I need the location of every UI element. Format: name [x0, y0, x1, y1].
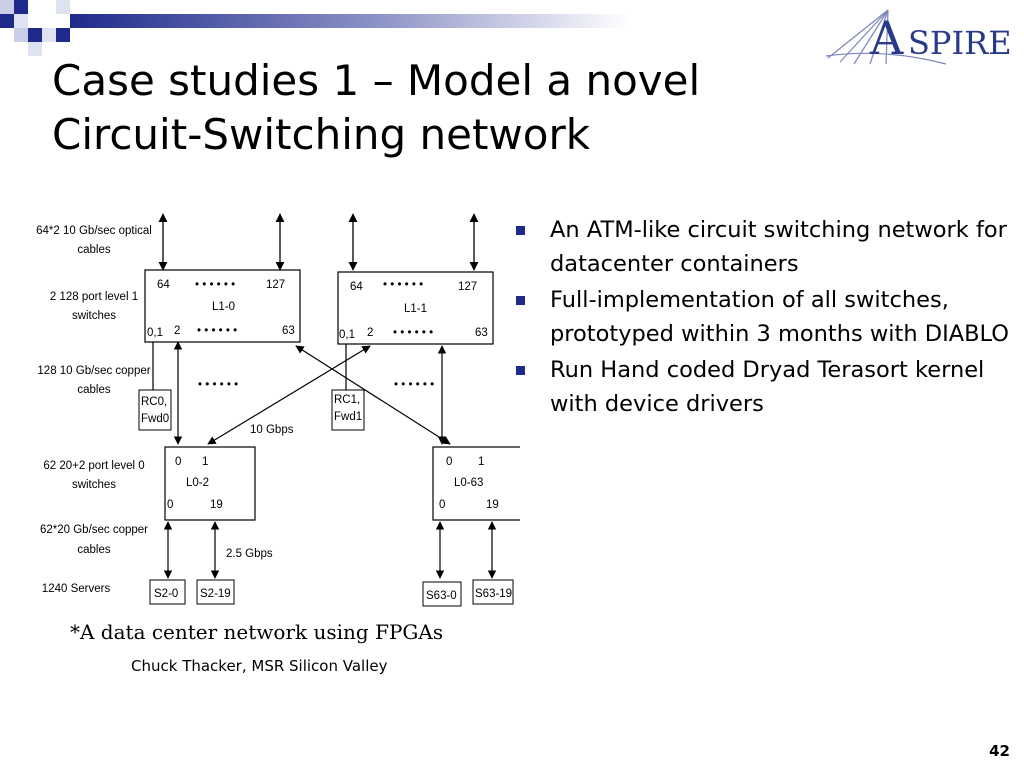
switch-l1-1: 64 • • • • • • 127 L1-1 0,1 2 • • • • • … [337, 271, 494, 345]
svg-text:• • • • • •: • • • • • • [195, 279, 235, 291]
title-line-2: Circuit-Switching network [52, 110, 591, 159]
aspire-logo: A SPIRE [826, 9, 1012, 65]
bullet-item: Full-implementation of all switches, pro… [512, 283, 1012, 351]
slide-title: Case studies 1 – Model a novel Circuit-S… [52, 54, 700, 162]
switch-l0-63: 0 1 L0-63 0 19 [432, 446, 520, 521]
svg-text:• • • • • •: • • • • • • [393, 327, 433, 339]
label-level0-2: switches [72, 479, 116, 491]
svg-text:RC1,: RC1, [334, 394, 360, 406]
bullet-square-icon [516, 296, 525, 305]
diagram-caption: *A data center network using FPGAs [70, 620, 444, 644]
svg-text:127: 127 [458, 281, 477, 293]
switch-l0-2: 0 1 L0-2 0 19 [164, 446, 256, 521]
label-optical-2: cables [77, 244, 110, 256]
svg-text:L1-0: L1-0 [212, 301, 235, 313]
label-copper20-1: 62*20 Gb/sec copper [40, 524, 148, 536]
svg-text:S63-19: S63-19 [475, 588, 512, 600]
svg-text:63: 63 [282, 325, 295, 337]
svg-text:0: 0 [446, 456, 452, 468]
label-copper10-1: 128 10 Gb/sec copper [37, 365, 150, 377]
svg-text:19: 19 [486, 499, 499, 511]
svg-text:64: 64 [157, 279, 170, 291]
svg-text:• • • • • •: • • • • • • [383, 279, 423, 291]
svg-text:S63-0: S63-0 [426, 590, 457, 602]
label-copper20-2: cables [77, 544, 110, 556]
svg-text:0,1: 0,1 [147, 327, 163, 339]
svg-text:L0-63: L0-63 [454, 477, 483, 489]
label-level0-1: 62 20+2 port level 0 [43, 460, 144, 472]
svg-text:L1-1: L1-1 [404, 303, 427, 315]
rc0-box: RC0, Fwd0 [138, 389, 172, 431]
rc1-box: RC1, Fwd1 [331, 389, 365, 431]
speed-10-label: 10 Gbps [250, 424, 294, 436]
label-level1-2: switches [72, 310, 116, 322]
server-s2-19: S2-19 [196, 579, 235, 605]
bullet-square-icon [516, 226, 525, 235]
title-line-1: Case studies 1 – Model a novel [52, 56, 701, 105]
dots-left: • • • • • • [198, 379, 238, 391]
svg-text:RC0,: RC0, [141, 396, 167, 408]
svg-text:S2-19: S2-19 [200, 588, 231, 600]
svg-text:Fwd1: Fwd1 [334, 411, 362, 423]
page-number: 42 [989, 742, 1010, 760]
bullet-list: An ATM-like circuit switching network fo… [512, 213, 1012, 423]
svg-text:Fwd0: Fwd0 [141, 413, 169, 425]
label-copper10-2: cables [77, 384, 110, 396]
bullet-item: Run Hand coded Dryad Terasort kernel wit… [512, 353, 1012, 421]
svg-text:0: 0 [439, 499, 445, 511]
svg-text:S2-0: S2-0 [154, 588, 178, 600]
speed-25-label: 2.5 Gbps [226, 548, 273, 560]
svg-text:1: 1 [478, 456, 484, 468]
bullet-square-icon [516, 366, 525, 375]
diagram-credit: Chuck Thacker, MSR Silicon Valley [131, 657, 388, 675]
svg-text:0,1: 0,1 [339, 329, 355, 341]
logo-text: SPIRE [908, 24, 1012, 62]
svg-text:127: 127 [266, 279, 285, 291]
svg-text:0: 0 [175, 456, 181, 468]
dots-right: • • • • • • [394, 379, 434, 391]
svg-text:0: 0 [167, 499, 173, 511]
svg-text:2: 2 [367, 327, 373, 339]
svg-text:• • • • • •: • • • • • • [197, 325, 237, 337]
label-level1-1: 2 128 port level 1 [50, 291, 138, 303]
server-s2-0: S2-0 [149, 579, 186, 605]
network-diagram: 64*2 10 Gb/sec optical cables 2 128 port… [36, 213, 520, 607]
server-s63-0: S63-0 [422, 581, 462, 607]
svg-text:63: 63 [475, 327, 488, 339]
svg-text:L0-2: L0-2 [186, 477, 209, 489]
svg-text:64: 64 [350, 281, 363, 293]
server-s63-19: S63-19 [472, 579, 514, 605]
header-decoration [0, 0, 630, 56]
svg-text:2: 2 [174, 325, 180, 337]
label-optical-1: 64*2 10 Gb/sec optical [36, 225, 152, 237]
bullet-item: An ATM-like circuit switching network fo… [512, 213, 1012, 281]
logo-initial: A [869, 11, 904, 65]
svg-text:1: 1 [202, 456, 208, 468]
switch-l1-0: 64 • • • • • • 127 L1-0 0,1 2 • • • • • … [144, 269, 301, 343]
svg-text:19: 19 [210, 499, 223, 511]
label-servers: 1240 Servers [42, 583, 111, 595]
